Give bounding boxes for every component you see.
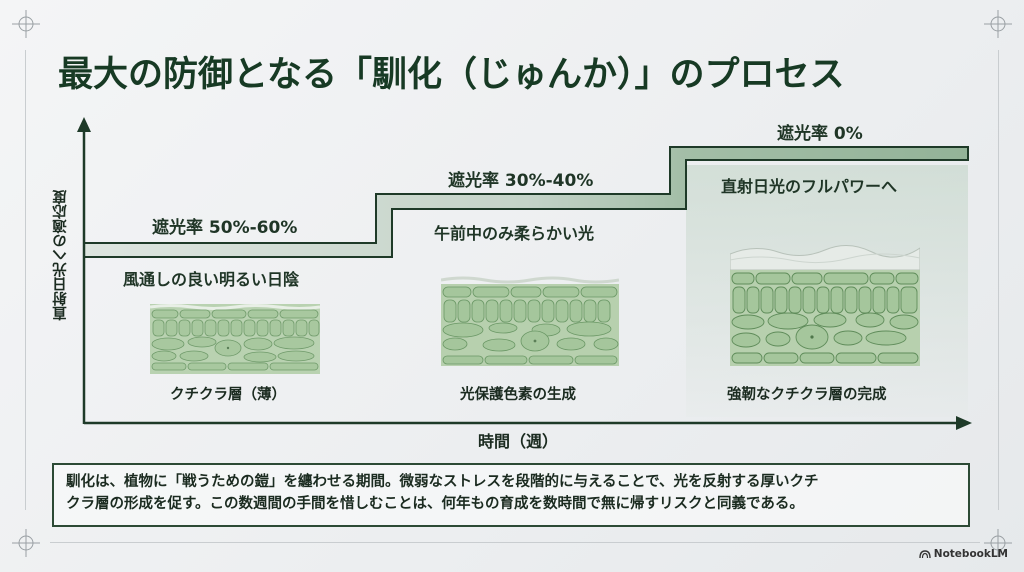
step-1-caption: クチクラ層（薄） [170,387,286,403]
x-axis-arrow-icon [956,416,972,430]
notebooklm-watermark: NotebookLM [919,548,1008,560]
step-2-shade-label: 遮光率 30%-40% [448,171,594,191]
step-1-condition-label: 風通しの良い明るい日陰 [123,270,300,289]
step-1-shade-label: 遮光率 50%-60% [152,218,298,238]
brand-label: NotebookLM [933,548,1008,560]
frame-line-right-vertical [998,50,999,510]
frame-line-bottom-horizontal [50,542,980,543]
crosshair-top-right-icon [984,10,1012,38]
tissue-thin-cuticle-illustration [150,304,320,374]
staircase-band [83,146,969,258]
summary-note-box: 馴化は、植物に「戦うための鎧」を纏わせる期間。微弱なストレスを段階的に与えること… [52,463,970,527]
summary-note-line-2: クラ層の形成を促す。この数週間の手間を惜しむことは、何年もの育成を数時間で無に帰… [66,496,804,512]
step-3-caption: 強靭なクチクラ層の完成 [727,387,887,403]
notebooklm-logo-icon [919,550,931,559]
step-3-shade-label: 遮光率 0% [777,124,863,144]
crosshair-bottom-right-icon [984,529,1012,557]
x-axis-label: 時間（週） [478,432,559,451]
tissue-pigment-illustration [441,276,619,366]
y-axis-label: 直射日光への適応度 [53,190,69,321]
page-title: 最大の防御となる「馴化（じゅんか）」のプロセス [58,55,845,95]
crosshair-top-left-icon [12,10,40,38]
crosshair-bottom-left-icon [12,529,40,557]
step-3-condition-label: 直射日光のフルパワーへ [721,177,898,196]
step-2-condition-label: 午前中のみ柔らかい光 [434,224,595,243]
step-2-caption: 光保護色素の生成 [460,387,576,403]
summary-note-line-1: 馴化は、植物に「戦うための鎧」を纏わせる期間。微弱なストレスを段階的に与えること… [66,474,819,490]
y-axis-arrow-icon [77,117,91,132]
frame-line-top-left-vertical [25,50,26,510]
tissue-thick-cuticle-illustration [730,245,920,366]
